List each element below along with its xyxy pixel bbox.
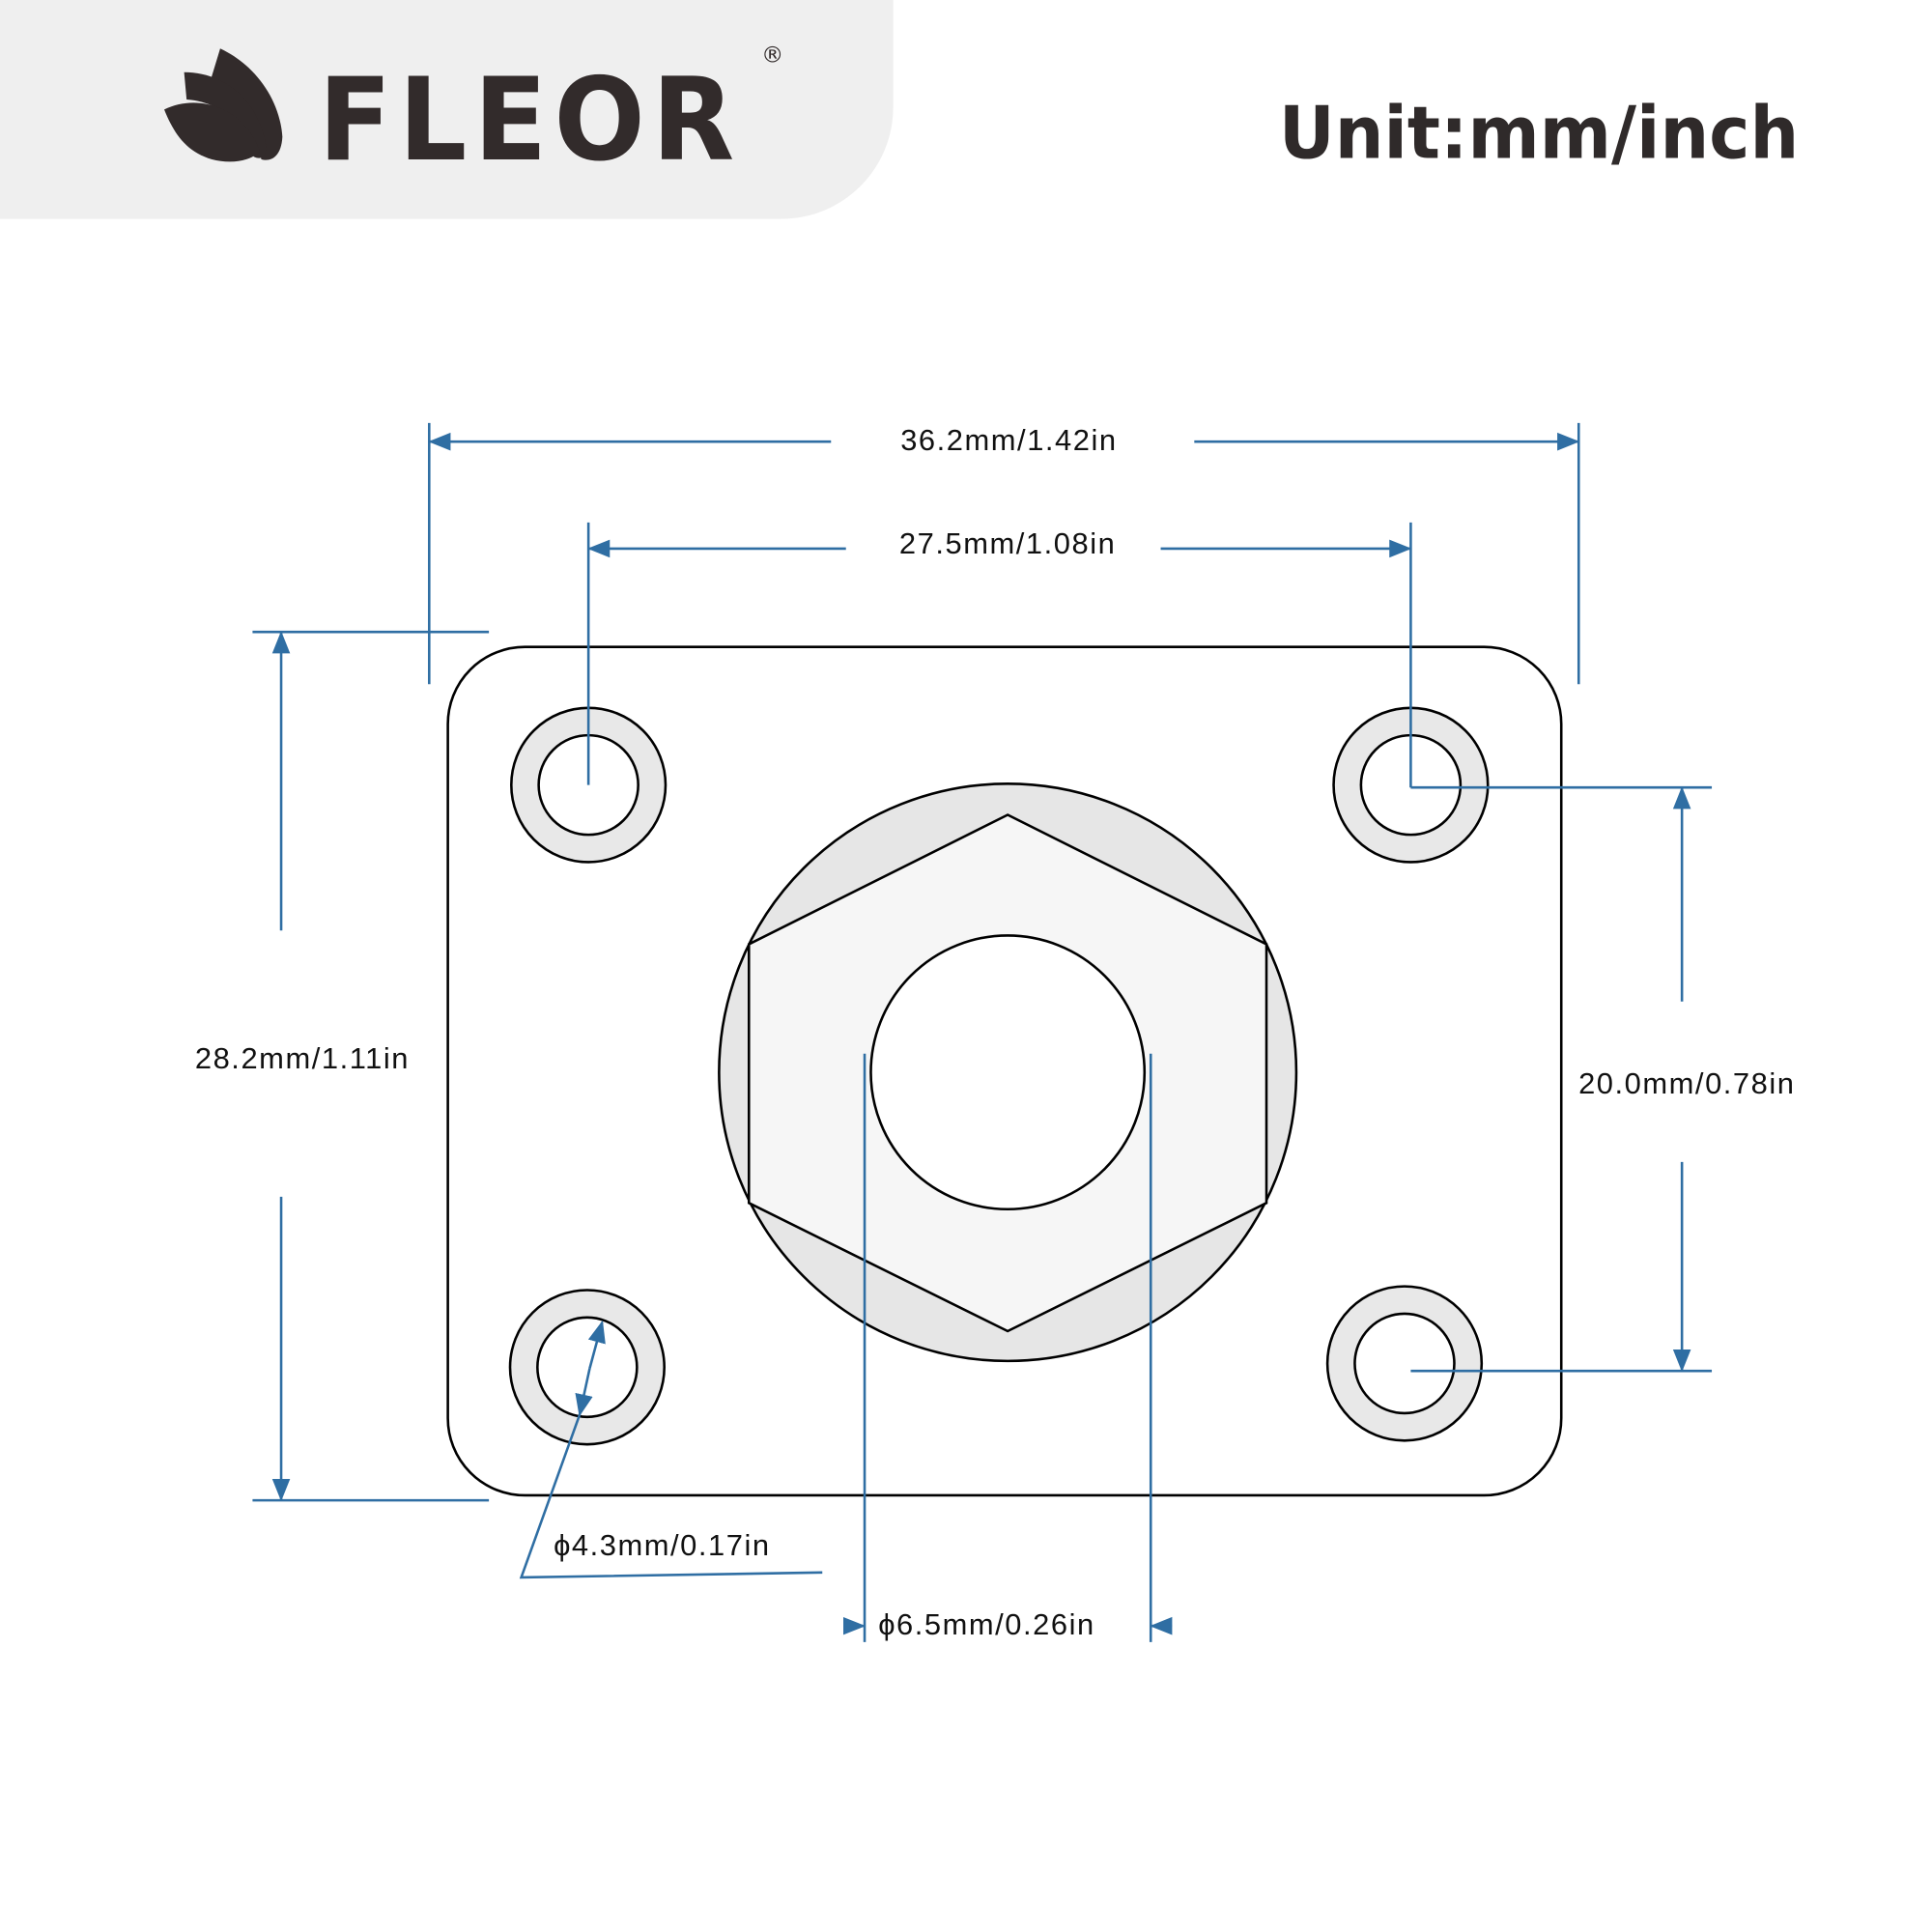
dimension-overall-width: 36.2mm/1.42in bbox=[428, 422, 1580, 685]
dimension-hole-spacing-y: 20.0mm/0.78in bbox=[1410, 785, 1795, 1373]
mount-hole bbox=[508, 1289, 666, 1446]
dimension-label: 28.2mm/1.11in bbox=[195, 1041, 410, 1075]
dimension-label: ϕ6.5mm/0.26in bbox=[878, 1607, 1095, 1641]
dimension-mount-hole-diameter: ϕ4.3mm/0.17in bbox=[519, 1320, 823, 1579]
brand-logo: FLEOR ® bbox=[163, 42, 783, 186]
dimension-label: 27.5mm/1.08in bbox=[899, 526, 1116, 560]
dimension-label: ϕ4.3mm/0.17in bbox=[554, 1528, 771, 1562]
dimension-label: 20.0mm/0.78in bbox=[1578, 1066, 1795, 1100]
brand-name: FLEOR bbox=[319, 53, 742, 186]
dimension-hole-spacing-x: 27.5mm/1.08in bbox=[586, 522, 1412, 788]
dimension-label: 36.2mm/1.42in bbox=[900, 423, 1117, 457]
dimension-center-hole-diameter: ϕ6.5mm/0.26in bbox=[842, 1053, 1173, 1642]
registered-mark: ® bbox=[761, 42, 783, 68]
dimension-overall-height: 28.2mm/1.11in bbox=[195, 630, 490, 1502]
leaf-icon bbox=[163, 48, 283, 162]
hex-nut bbox=[718, 782, 1298, 1363]
mount-hole bbox=[1325, 1285, 1484, 1442]
unit-label: Unit:mm/inch bbox=[1279, 92, 1799, 176]
